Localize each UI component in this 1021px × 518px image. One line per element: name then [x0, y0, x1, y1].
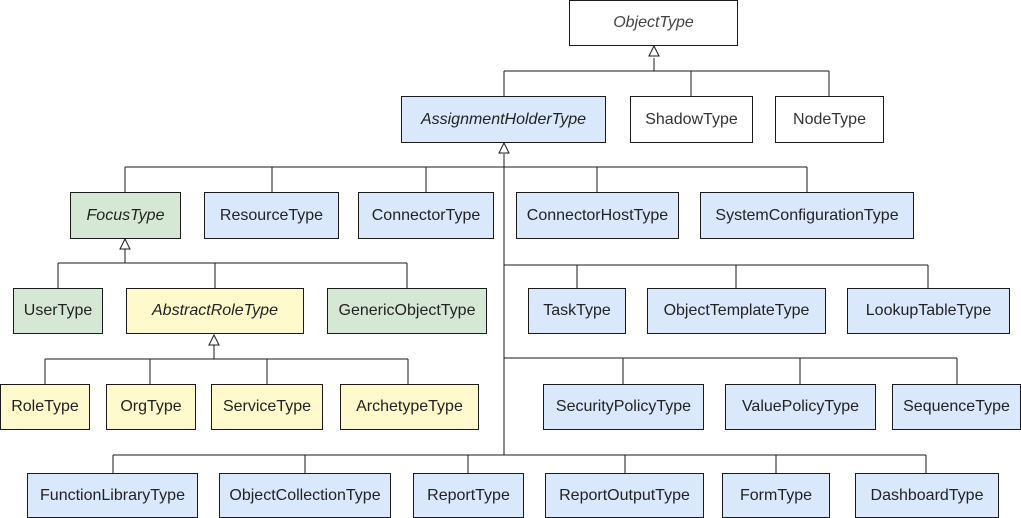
node-system-configuration-type: SystemConfigurationType — [700, 192, 914, 239]
inheritance-arrow-icon — [208, 333, 220, 346]
inheritance-arrow-icon — [648, 44, 660, 57]
node-object-type: ObjectType — [569, 0, 738, 46]
node-generic-object-type: GenericObjectType — [327, 288, 487, 334]
node-sequence-type: SequenceType — [892, 384, 1021, 430]
node-connector-host-type: ConnectorHostType — [516, 192, 679, 239]
node-service-type: ServiceType — [211, 384, 323, 430]
node-report-type: ReportType — [413, 473, 524, 518]
node-assignment-holder-type: AssignmentHolderType — [401, 96, 606, 143]
node-object-template-type: ObjectTemplateType — [647, 288, 826, 334]
node-archetype-type: ArchetypeType — [340, 384, 479, 430]
node-abstract-role-type: AbstractRoleType — [126, 288, 304, 334]
node-user-type: UserType — [13, 288, 103, 334]
node-focus-type: FocusType — [70, 192, 181, 239]
node-report-output-type: ReportOutputType — [545, 473, 704, 518]
node-lookup-table-type: LookupTableType — [847, 288, 1010, 334]
inheritance-arrow-icon — [119, 237, 131, 250]
node-role-type: RoleType — [0, 384, 90, 430]
node-object-collection-type: ObjectCollectionType — [219, 473, 391, 518]
node-value-policy-type: ValuePolicyType — [725, 384, 876, 430]
node-node-type: NodeType — [775, 96, 884, 143]
node-connector-type: ConnectorType — [358, 192, 494, 239]
node-shadow-type: ShadowType — [630, 96, 753, 143]
node-security-policy-type: SecurityPolicyType — [543, 384, 704, 430]
node-form-type: FormType — [722, 473, 830, 518]
node-resource-type: ResourceType — [204, 192, 339, 239]
node-org-type: OrgType — [106, 384, 196, 430]
node-function-library-type: FunctionLibraryType — [27, 473, 198, 518]
node-task-type: TaskType — [528, 288, 626, 334]
inheritance-arrow-icon — [498, 141, 510, 154]
node-dashboard-type: DashboardType — [855, 473, 999, 518]
